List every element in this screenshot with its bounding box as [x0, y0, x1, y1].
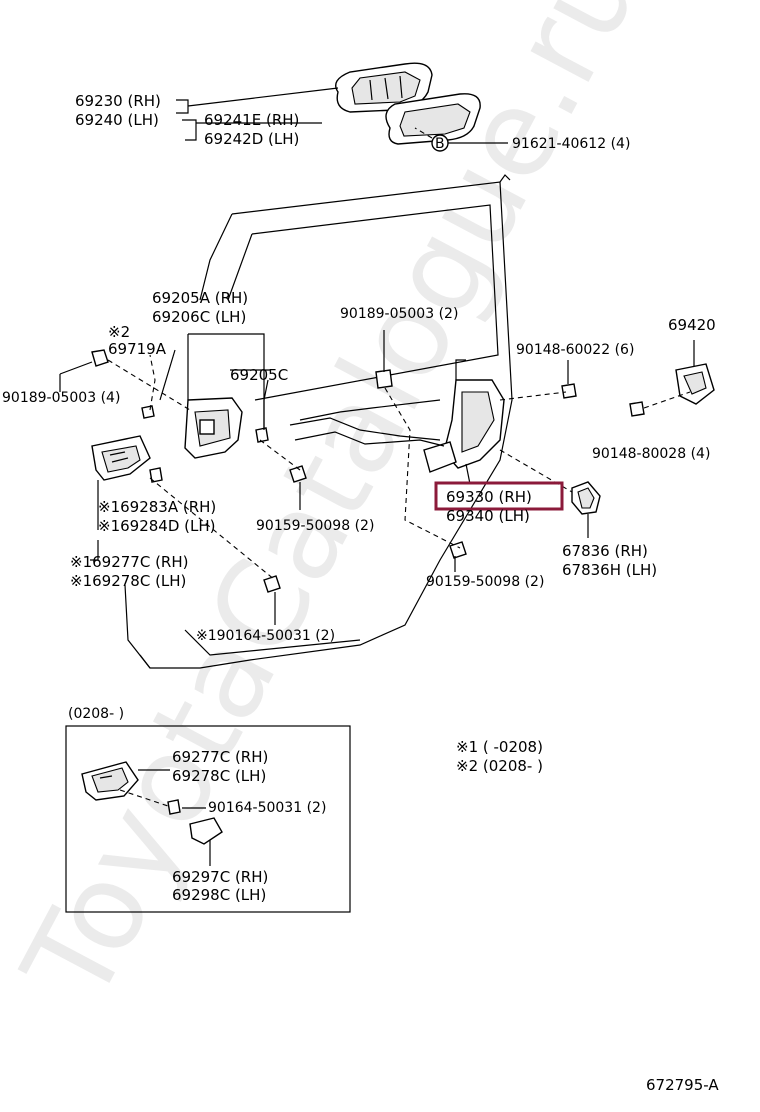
door-lock-assembly	[289, 359, 505, 473]
label-90189-a: 90189-05003 (4)	[2, 390, 120, 406]
inside-handle-assembly	[159, 333, 265, 459]
inset-label-69297C: 69297C (RH)	[172, 868, 268, 886]
label-69240: 69240 (LH)	[75, 111, 159, 129]
label-90159-a: 90159-50098 (2)	[256, 518, 374, 534]
clip-69719A	[141, 405, 155, 419]
screw-cap	[149, 467, 163, 483]
note-2: ※2 (0208- )	[456, 757, 543, 775]
label-90189-b: 90189-05003 (2)	[340, 306, 458, 322]
inset-label-69298C: 69298C (LH)	[172, 886, 266, 904]
bolt-90148-a	[561, 383, 577, 399]
label-69278C: ※169278C (LH)	[70, 572, 186, 590]
label-69242D: 69242D (LH)	[204, 130, 299, 148]
labels: 69230 (RH) 69240 (LH) 69241E (RH) 69242D…	[2, 92, 716, 644]
clip-69205C	[255, 427, 269, 443]
label-mark2: ※2	[108, 323, 130, 341]
diagram-id: 672795-A	[646, 1076, 719, 1094]
bolt-90148-b	[629, 401, 645, 417]
label-67836: 67836 (RH)	[562, 542, 648, 560]
label-90148-b: 90148-80028 (4)	[592, 446, 710, 462]
highlight-69330	[434, 481, 564, 511]
door-outline	[124, 174, 513, 669]
label-69206C: 69206C (LH)	[152, 308, 246, 326]
inset-panel: (0208- ) 69277C (RH) 69278C (LH) 90164-5…	[65, 706, 351, 913]
label-90164: ※190164-50031 (2)	[196, 628, 335, 644]
outside-handle-bezel	[385, 93, 481, 145]
note-1: ※1 ( -0208)	[456, 738, 543, 756]
label-69205A: 69205A (RH)	[152, 289, 248, 307]
label-69205C: 69205C	[230, 366, 288, 384]
label-69330: 69330 (RH)	[446, 488, 532, 506]
label-69230: 69230 (RH)	[75, 92, 161, 110]
inset-screw	[167, 799, 181, 815]
screw-90159-b	[449, 541, 467, 559]
nut-90189	[375, 369, 393, 389]
inset-cover	[189, 817, 223, 845]
label-91621: 91621-40612 (4)	[512, 136, 630, 152]
inset-label-90164: 90164-50031 (2)	[208, 800, 326, 816]
cushion-67836	[571, 481, 601, 515]
label-b-marker: B	[435, 136, 445, 152]
inset-date-label: (0208- )	[68, 706, 124, 722]
screw-90159	[289, 465, 307, 483]
nut-left	[91, 349, 109, 367]
inset-handle-bezel	[81, 761, 139, 801]
label-67836H: 67836H (LH)	[562, 561, 657, 579]
inset-label-69277C: 69277C (RH)	[172, 748, 268, 766]
label-90159-b: 90159-50098 (2)	[426, 574, 544, 590]
door-striker	[675, 363, 715, 405]
label-69340: 69340 (LH)	[446, 507, 530, 525]
outside-handle	[335, 62, 433, 113]
inside-handle-bezel	[91, 435, 151, 481]
leader-lines	[59, 330, 695, 625]
label-69277C: ※169277C (RH)	[70, 553, 188, 571]
label-69420: 69420	[668, 316, 716, 334]
inset-label-69278C: 69278C (LH)	[172, 767, 266, 785]
label-69719A: 69719A	[108, 340, 167, 358]
label-90148-a: 90148-60022 (6)	[516, 342, 634, 358]
label-69241E: 69241E (RH)	[204, 111, 299, 129]
label-69284D: ※169284D (LH)	[98, 517, 216, 535]
bracket-lines-top	[176, 87, 508, 152]
label-69283A: ※169283A (RH)	[98, 498, 216, 516]
bolts	[91, 349, 645, 593]
